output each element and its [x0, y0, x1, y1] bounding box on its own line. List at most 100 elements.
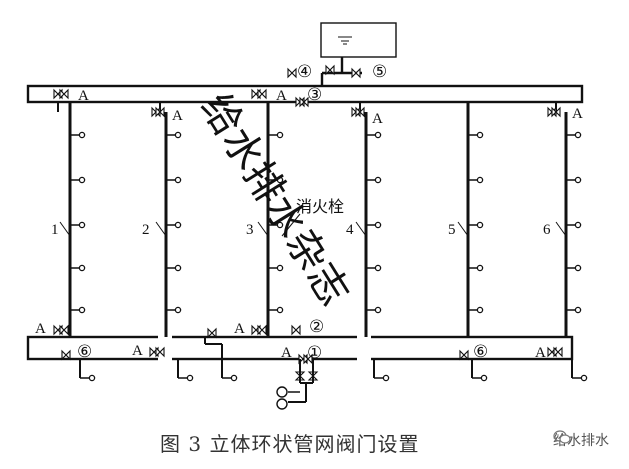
- valve-body: [207, 327, 217, 339]
- valve-icon: [257, 88, 267, 100]
- hydrant-icon: [186, 374, 194, 382]
- riser-label-leader: [155, 221, 167, 237]
- hydrant-icon: [476, 221, 484, 229]
- hydrant-icon: [276, 306, 284, 314]
- riser-label-leader: [59, 221, 71, 237]
- hydrant-icon: [476, 176, 484, 184]
- hydrant-icon: [574, 306, 582, 314]
- hydrant-icon: [276, 221, 284, 229]
- valve-icon: [299, 96, 309, 108]
- hydrant-icon: [374, 264, 382, 272]
- valve-icon: [325, 64, 335, 76]
- hydrant-icon: [78, 221, 86, 229]
- riser-label-6: 6: [543, 222, 551, 238]
- valve-body: [59, 88, 69, 100]
- hydrant-callout-line: [281, 213, 301, 237]
- hydrant-icon: [480, 374, 488, 382]
- valve-body: [257, 88, 267, 100]
- hydrant-icon: [88, 374, 96, 382]
- source-watermark: 给水排水: [553, 430, 609, 450]
- valve-label-A: A: [372, 111, 383, 127]
- valve-body: [351, 67, 361, 79]
- hydrant-icon: [276, 176, 284, 184]
- valve-icon: [303, 353, 313, 365]
- hydrant-icon: [476, 306, 484, 314]
- hydrant-icon: [174, 264, 182, 272]
- valve-body: [299, 96, 309, 108]
- hydrant-icon: [580, 374, 588, 382]
- valves: [53, 64, 563, 381]
- circled-label-1: ①: [307, 343, 322, 362]
- hydrant-icon: [476, 264, 484, 272]
- valve-label-A: A: [276, 88, 287, 104]
- valve-label-A: A: [234, 321, 245, 337]
- pump-icon: [276, 398, 288, 410]
- riser-label-leader: [555, 221, 567, 237]
- circled-label-3: ③: [307, 85, 322, 104]
- hydrant-icon: [276, 264, 284, 272]
- top-ring-pipe: [26, 84, 584, 104]
- hydrant-icon: [276, 131, 284, 139]
- hydrant-icon: [78, 131, 86, 139]
- valve-label-A: A: [172, 108, 183, 124]
- valve-body: [325, 64, 335, 76]
- valve-label-A: A: [78, 88, 89, 104]
- water-tank: [320, 22, 397, 58]
- hydrant-icon: [374, 176, 382, 184]
- riser-label-4: 4: [346, 222, 354, 238]
- circled-label-4: ④: [297, 62, 312, 81]
- riser-label-3: 3: [246, 222, 254, 238]
- hydrant-icon: [476, 131, 484, 139]
- hydrant-icon: [574, 221, 582, 229]
- hydrant-icon: [174, 221, 182, 229]
- riser-label-1: 1: [51, 222, 59, 238]
- pipe-network-diagram: 给水排水杂志: [26, 22, 588, 410]
- hydrants: [70, 131, 588, 382]
- hydrant-icon: [574, 131, 582, 139]
- valve-body: [553, 346, 563, 358]
- riser-label-leader: [457, 221, 469, 237]
- valve-body: [287, 67, 297, 79]
- valve-body: [355, 106, 365, 118]
- valve-icon: [459, 349, 469, 361]
- hydrant-icon: [78, 264, 86, 272]
- valve-body: [155, 346, 165, 358]
- valve-body: [155, 106, 165, 118]
- caption-bar: 图 3 立体环状管网阀门设置 给水排水: [0, 428, 629, 458]
- valve-body: [551, 106, 561, 118]
- circled-label-5: ⑤: [372, 62, 387, 81]
- valve-label-A: A: [35, 321, 46, 337]
- labels: A A A A A A A A A A 1 2 3 4 5 6 消火栓 ① ② …: [35, 62, 583, 362]
- valve-icon: [155, 106, 165, 118]
- hydrant-label: 消火栓: [296, 198, 344, 216]
- hydrant-icon: [174, 131, 182, 139]
- valve-icon: [61, 349, 71, 361]
- hydrant-icon: [374, 131, 382, 139]
- hydrant-icon: [374, 221, 382, 229]
- valve-icon: [291, 324, 301, 336]
- riser-label-leader: [257, 221, 269, 237]
- valve-label-A: A: [281, 345, 292, 361]
- circled-label-2: ②: [309, 317, 324, 336]
- valve-icon: [351, 67, 361, 79]
- hydrant-icon: [174, 306, 182, 314]
- hydrant-icon: [78, 306, 86, 314]
- circled-label-6: ⑥: [77, 342, 92, 361]
- valve-label-A: A: [572, 106, 583, 122]
- valve-icon: [155, 346, 165, 358]
- circled-label-6: ⑥: [473, 342, 488, 361]
- valve-body: [61, 349, 71, 361]
- hydrant-icon: [78, 176, 86, 184]
- valve-body: [459, 349, 469, 361]
- riser-label-leader: [355, 221, 367, 237]
- riser-label-2: 2: [142, 222, 150, 238]
- pump-connection: [276, 359, 314, 410]
- valve-body: [303, 353, 313, 365]
- valve-label-A: A: [535, 345, 546, 361]
- valve-body: [59, 324, 69, 336]
- valve-label-A: A: [132, 343, 143, 359]
- valve-icon: [59, 88, 69, 100]
- hydrant-icon: [374, 306, 382, 314]
- chat-bubbles-icon: [553, 430, 571, 444]
